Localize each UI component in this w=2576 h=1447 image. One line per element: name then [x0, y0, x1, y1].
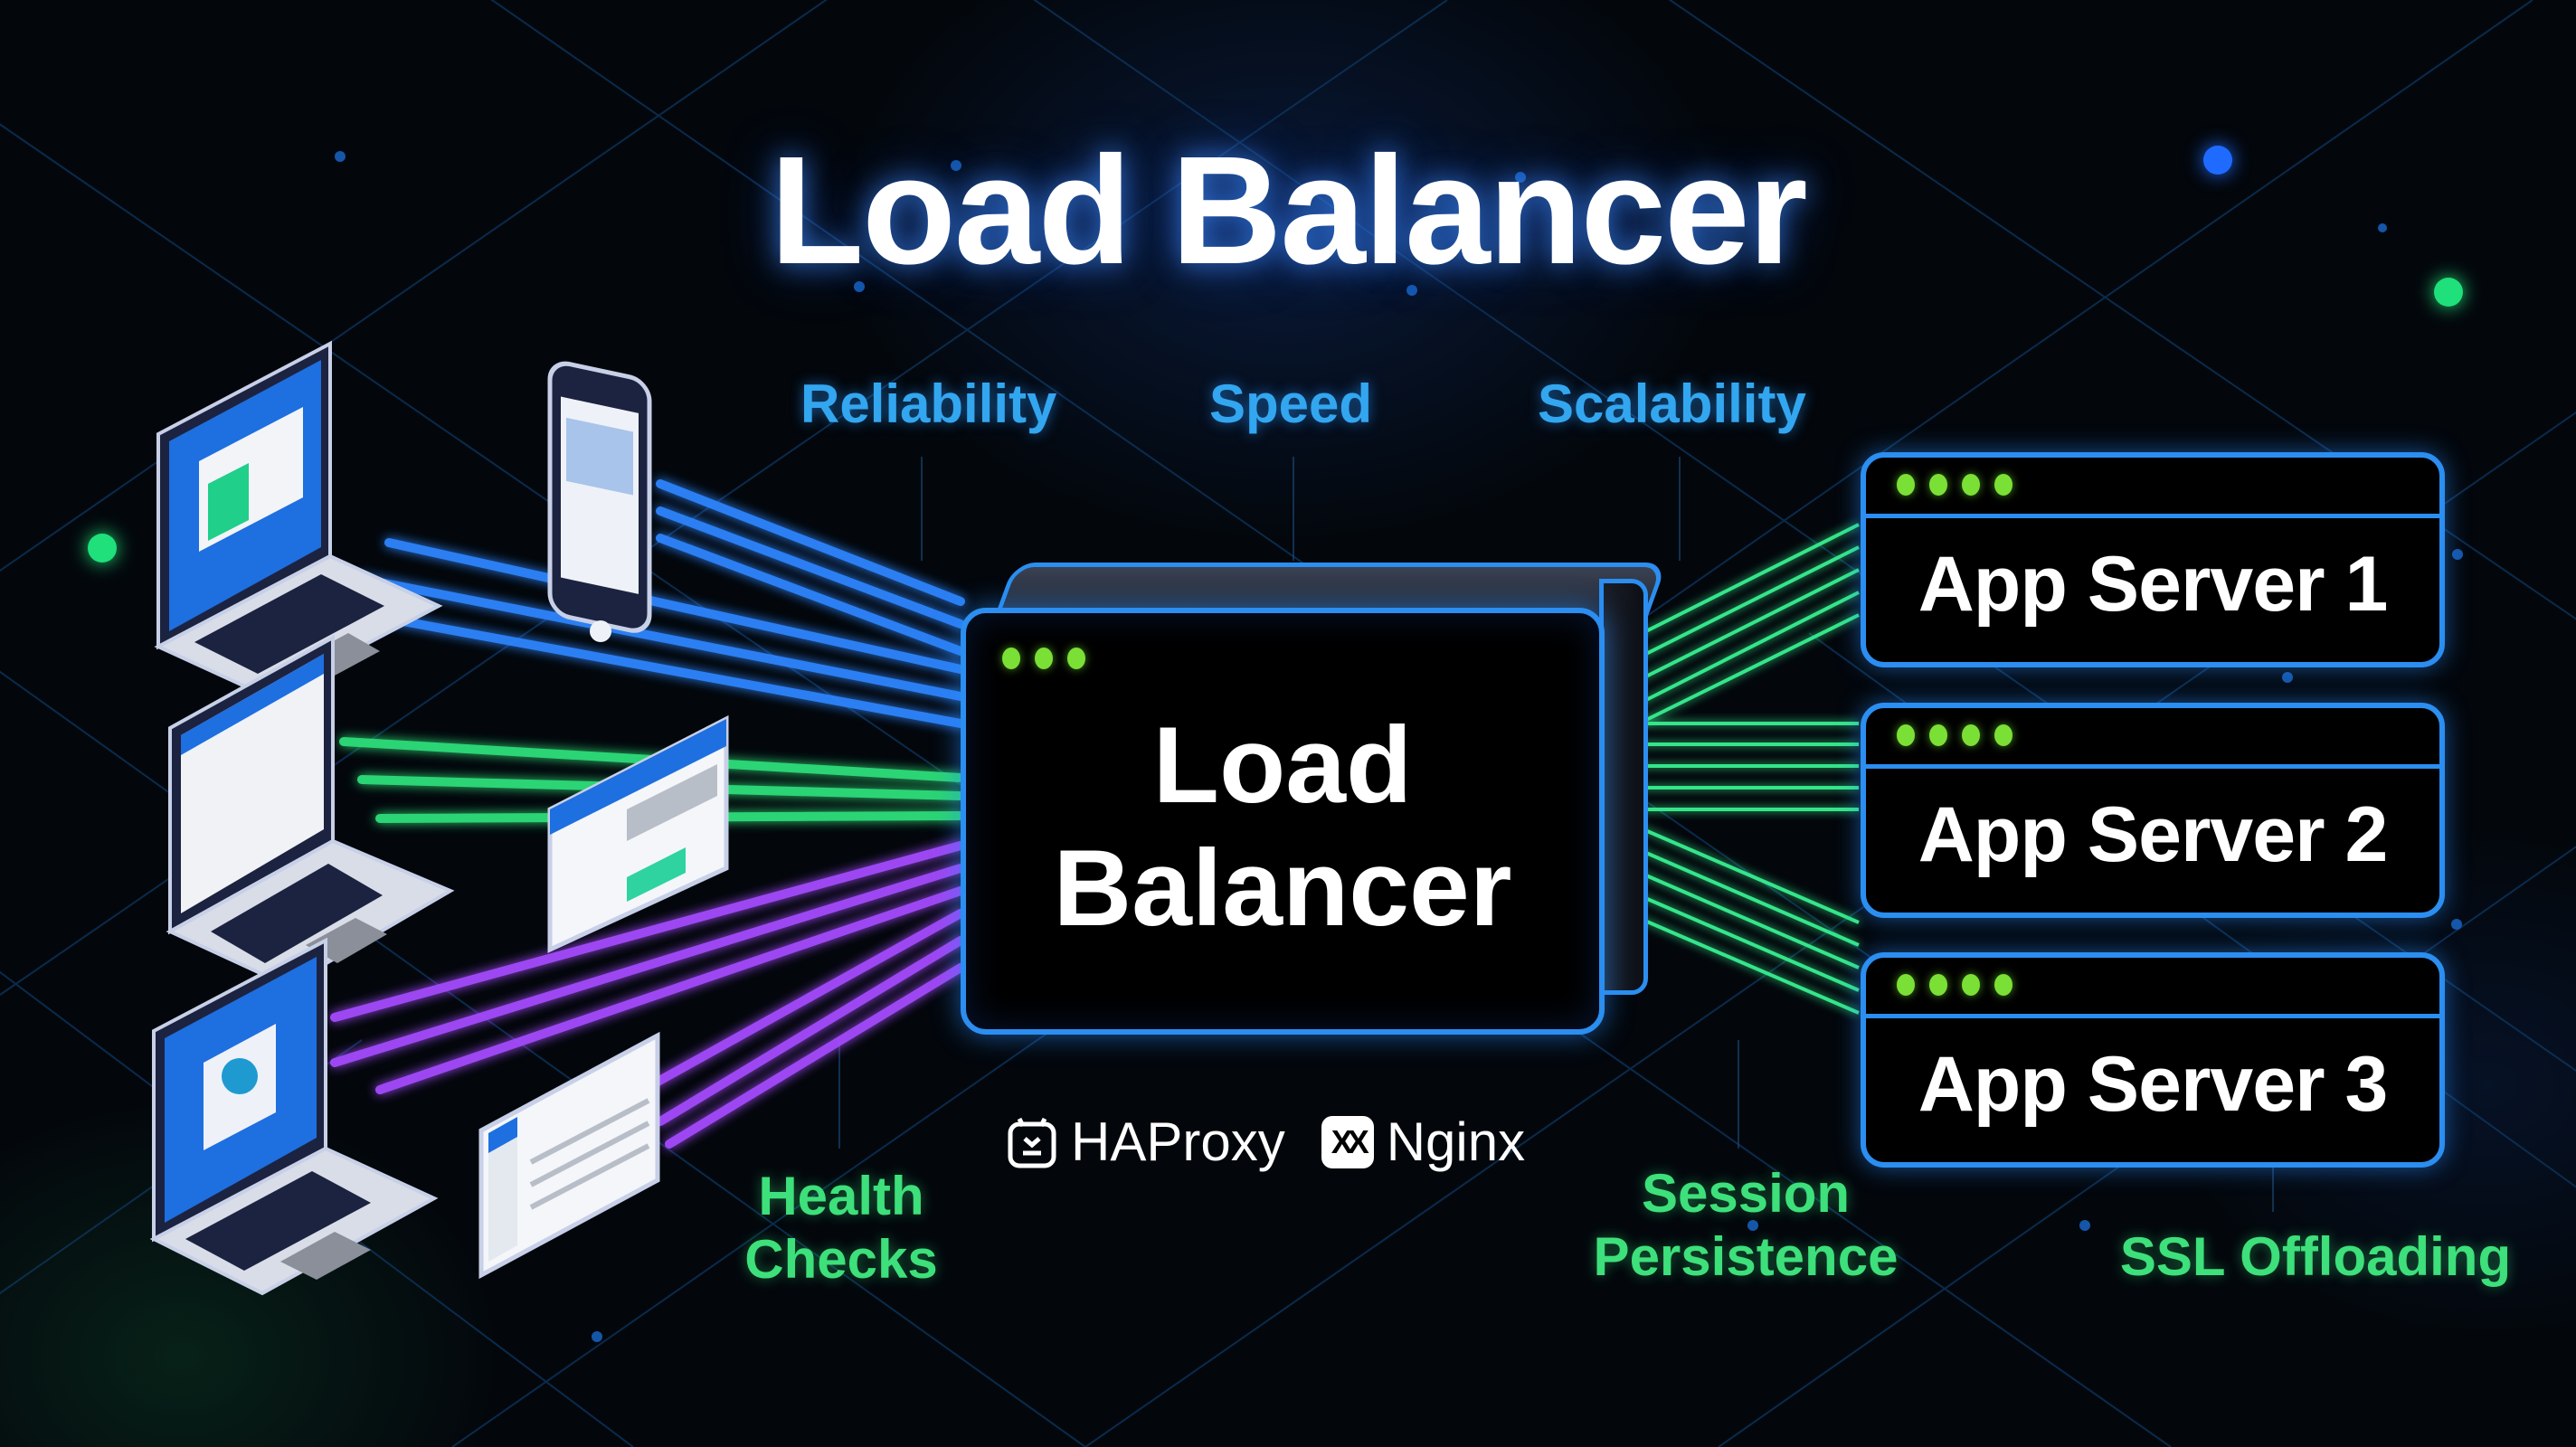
load-balancer-label-line1: Load	[1152, 705, 1413, 826]
status-dot	[1929, 724, 1947, 746]
status-dots	[1897, 474, 2012, 496]
tool-label: HAProxy	[1071, 1111, 1285, 1172]
status-dot	[1962, 724, 1980, 746]
feature-session-persistence-line2: Persistence	[1593, 1226, 1899, 1287]
haproxy-icon	[1006, 1116, 1058, 1168]
status-dot	[1897, 974, 1915, 996]
status-dot	[1994, 474, 2012, 496]
phone-icon	[547, 361, 652, 642]
tablet-icon	[547, 714, 729, 953]
status-dot	[1897, 474, 1915, 496]
status-dots	[1897, 974, 2012, 996]
status-dot	[1002, 648, 1020, 669]
tool-haproxy: HAProxy	[1006, 1111, 1285, 1173]
feature-health-checks: Health Checks	[742, 1165, 941, 1291]
load-balancer-node[interactable]: Load Balancer	[961, 608, 1605, 1035]
load-balancer-label-line2: Balancer	[1053, 828, 1512, 949]
app-server-2[interactable]: App Server 2	[1861, 703, 2445, 918]
status-dot	[1897, 724, 1915, 746]
feature-health-checks-line2: Checks	[744, 1229, 938, 1290]
status-dot	[1929, 474, 1947, 496]
load-balancer-label: Load Balancer	[966, 704, 1599, 950]
status-dot	[1929, 974, 1947, 996]
feature-ssl-offloading-line1: SSL Offloading	[2119, 1226, 2512, 1287]
status-dot	[1994, 724, 2012, 746]
tablet-icon	[478, 1031, 660, 1280]
tools-list: HAProxy XX Nginx	[1006, 1111, 1525, 1173]
page-title: Load Balancer	[770, 125, 1808, 297]
feature-speed: Speed	[1209, 374, 1373, 434]
app-server-3[interactable]: App Server 3	[1861, 952, 2445, 1168]
feature-ssl-offloading: SSL Offloading	[2117, 1225, 2514, 1289]
nginx-icon: XX	[1321, 1115, 1374, 1168]
status-dot	[1962, 474, 1980, 496]
status-dots	[1002, 648, 1085, 669]
laptop-icon	[149, 937, 439, 1296]
status-dot	[1067, 648, 1085, 669]
status-dots	[1897, 724, 2012, 746]
server-label: App Server 1	[1918, 541, 2389, 628]
server-label: App Server 2	[1918, 791, 2389, 878]
status-dot	[1035, 648, 1053, 669]
laptop-icon	[166, 634, 455, 988]
feature-health-checks-line1: Health	[758, 1166, 924, 1226]
server-titlebar	[1866, 458, 2439, 518]
tool-nginx: XX Nginx	[1321, 1111, 1525, 1173]
feature-session-persistence-line1: Session	[1641, 1163, 1851, 1224]
load-balancer-side-face	[1599, 579, 1648, 995]
server-titlebar	[1866, 958, 2439, 1018]
app-server-1[interactable]: App Server 1	[1861, 452, 2445, 667]
feature-scalability: Scalability	[1538, 374, 1806, 434]
server-titlebar	[1866, 708, 2439, 769]
feature-reliability: Reliability	[800, 374, 1057, 434]
feature-session-persistence: Session Persistence	[1592, 1162, 1899, 1289]
status-dot	[1994, 974, 2012, 996]
laptop-icon	[154, 340, 443, 699]
tool-label: Nginx	[1386, 1111, 1526, 1172]
server-label: App Server 3	[1918, 1041, 2389, 1128]
status-dot	[1962, 974, 1980, 996]
